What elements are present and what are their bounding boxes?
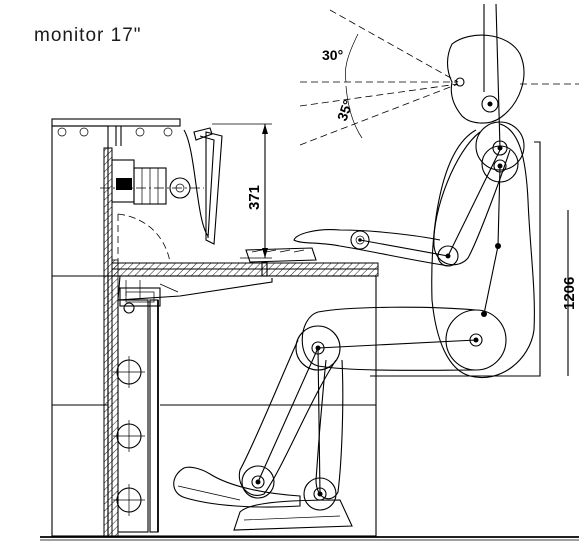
workstation-cabinet — [40, 118, 579, 541]
dimension-371-label: 371 — [246, 185, 263, 210]
angle-upper-label: 30° — [322, 47, 343, 63]
dimension-monitor-height: 371 — [212, 123, 272, 259]
drawing-title: monitor 17" — [34, 25, 142, 46]
dimension-seat-height: 1206 — [561, 210, 578, 376]
dimension-1206-label: 1206 — [561, 277, 578, 310]
viewing-angle-lines: 30° 35° — [299, 9, 579, 146]
angle-lower-label: 35° — [334, 98, 356, 123]
monitor — [100, 127, 223, 263]
seated-figure — [173, 3, 541, 531]
